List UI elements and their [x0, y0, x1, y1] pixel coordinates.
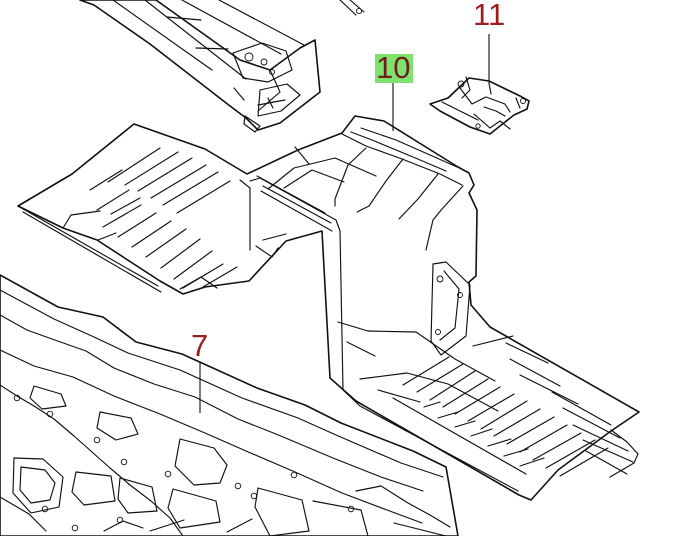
part-7-label: 7 [191, 328, 208, 363]
upper-rail-assembly [79, 0, 365, 133]
lower-panel-part-7 [0, 274, 459, 536]
bracket-part-11 [429, 76, 530, 135]
part-11-label: 11 [473, 0, 505, 32]
part-10-label: 10 [376, 50, 410, 85]
rear-floor-pan [17, 115, 640, 501]
part-10-highlight [375, 54, 413, 83]
